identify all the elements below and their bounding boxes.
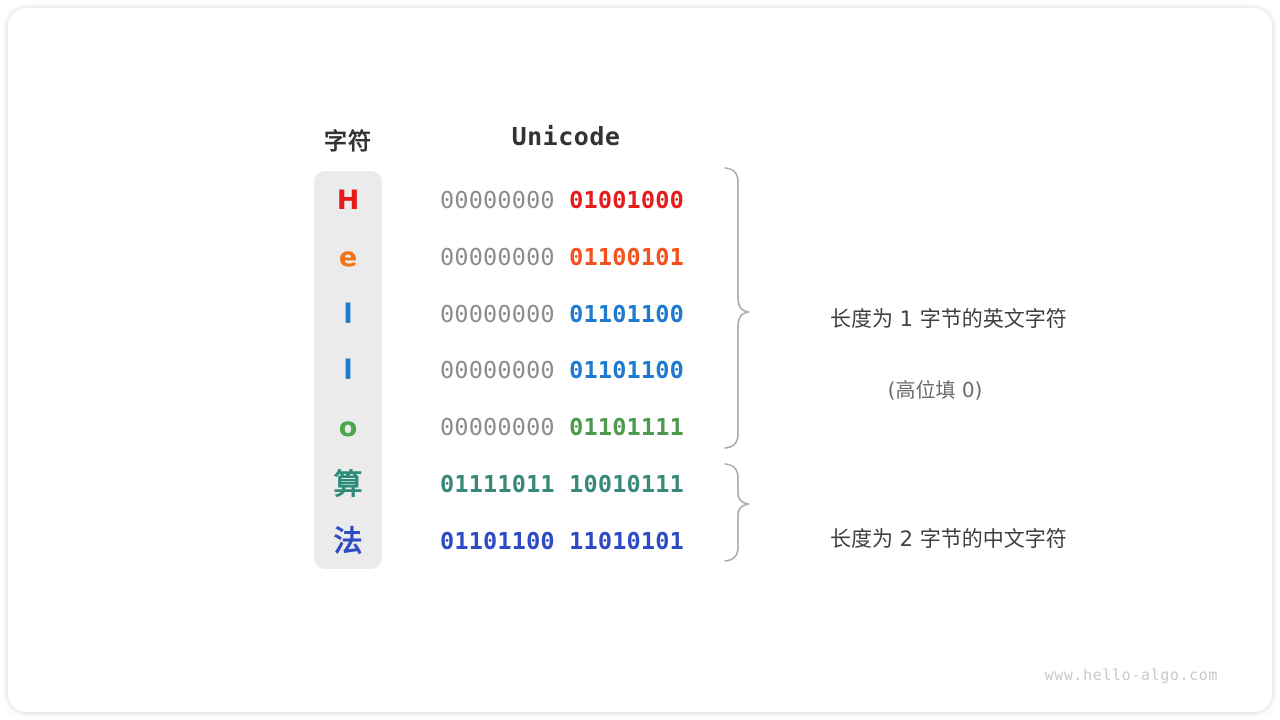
character-column-panel [314, 171, 382, 569]
encoding-row: 法 01101100 11010101 [314, 513, 694, 570]
row-binary-high-byte: 00000000 [440, 186, 555, 214]
row-character: o [338, 412, 358, 444]
row-character: l [343, 355, 353, 387]
encoding-row: e 00000000 01100101 [314, 229, 694, 286]
row-binary-high-byte: 00000000 [440, 413, 555, 442]
row-binary-low-byte: 01101100 [569, 299, 684, 328]
annotation-two-byte-line1: 长度为 2 字节的中文字符 [829, 526, 1067, 551]
row-binary-low-byte: 01100101 [569, 242, 684, 271]
row-binary: 01101100 11010101 [440, 513, 694, 570]
row-binary-low-byte: 01001000 [569, 186, 684, 214]
row-binary-low-byte: 11010101 [569, 526, 684, 555]
annotation-two-byte: 长度为 2 字节的中文字符 [770, 486, 1100, 593]
row-binary-high-byte: 00000000 [440, 242, 555, 271]
encoding-row: l 00000000 01101100 [314, 286, 694, 343]
brace-1-byte [724, 167, 750, 449]
row-binary: 00000000 01100101 [440, 229, 694, 286]
row-character: e [338, 241, 358, 273]
encoding-row: l 00000000 01101100 [314, 342, 694, 399]
row-binary: 00000000 01101111 [440, 399, 694, 456]
row-binary-high-byte: 01101100 [440, 526, 555, 555]
row-character: l [343, 298, 353, 330]
column-header-character: 字符 [324, 128, 372, 154]
encoding-row: H 00000000 01001000 [314, 172, 694, 229]
row-binary-low-byte: 01101111 [569, 413, 684, 442]
figure-card: 字符 Unicode H 00000000 01001000 e 00000000 0… [8, 8, 1272, 712]
brace-2-byte [724, 463, 750, 562]
row-binary: 00000000 01101100 [440, 286, 694, 343]
row-binary: 01111011 10010111 [440, 456, 694, 513]
row-binary-low-byte: 10010111 [569, 470, 684, 498]
row-character: 算 [333, 467, 363, 501]
row-binary: 00000000 01101100 [440, 342, 694, 399]
annotation-one-byte-line1: 长度为 1 字节的英文字符 [829, 306, 1067, 331]
row-binary-low-byte: 01101100 [569, 356, 684, 385]
row-character: H [336, 185, 360, 216]
row-character: 法 [333, 523, 363, 558]
row-binary-high-byte: 00000000 [440, 356, 555, 385]
site-watermark: www.hello-algo.com [1044, 666, 1218, 684]
row-binary-high-byte: 01111011 [440, 470, 555, 498]
encoding-row: 算 01111011 10010111 [314, 456, 694, 513]
annotation-one-byte-line2: (高位填 0) [887, 378, 983, 403]
row-binary-high-byte: 00000000 [440, 299, 555, 328]
column-header-unicode: Unicode [511, 122, 621, 151]
row-binary: 00000000 01001000 [440, 172, 694, 229]
encoding-row: o 00000000 01101111 [314, 399, 694, 456]
annotation-one-byte: 长度为 1 字节的英文字符 (高位填 0) [770, 266, 1100, 478]
